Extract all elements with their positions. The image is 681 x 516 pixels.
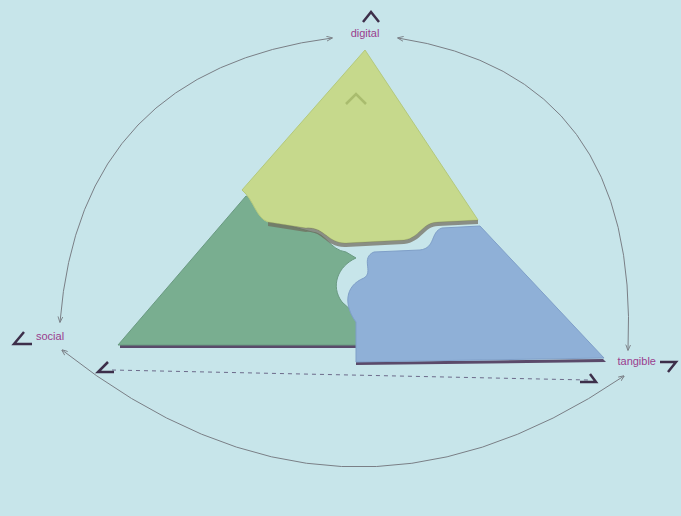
corner-mark — [346, 94, 366, 104]
corner-mark — [363, 12, 379, 22]
corner-label: digital — [351, 27, 380, 40]
dashed-baseline — [112, 370, 588, 380]
corner-mark — [580, 374, 596, 382]
corner-mark — [98, 362, 114, 372]
puzzle-piece — [348, 226, 604, 362]
cycle-arrow — [62, 350, 624, 467]
corner-label: tangible — [617, 355, 656, 368]
piece-shadow — [268, 220, 478, 247]
corner-mark — [660, 362, 676, 372]
puzzle-piece — [242, 50, 478, 243]
corner-mark — [14, 332, 32, 344]
corner-label: social — [36, 330, 64, 343]
